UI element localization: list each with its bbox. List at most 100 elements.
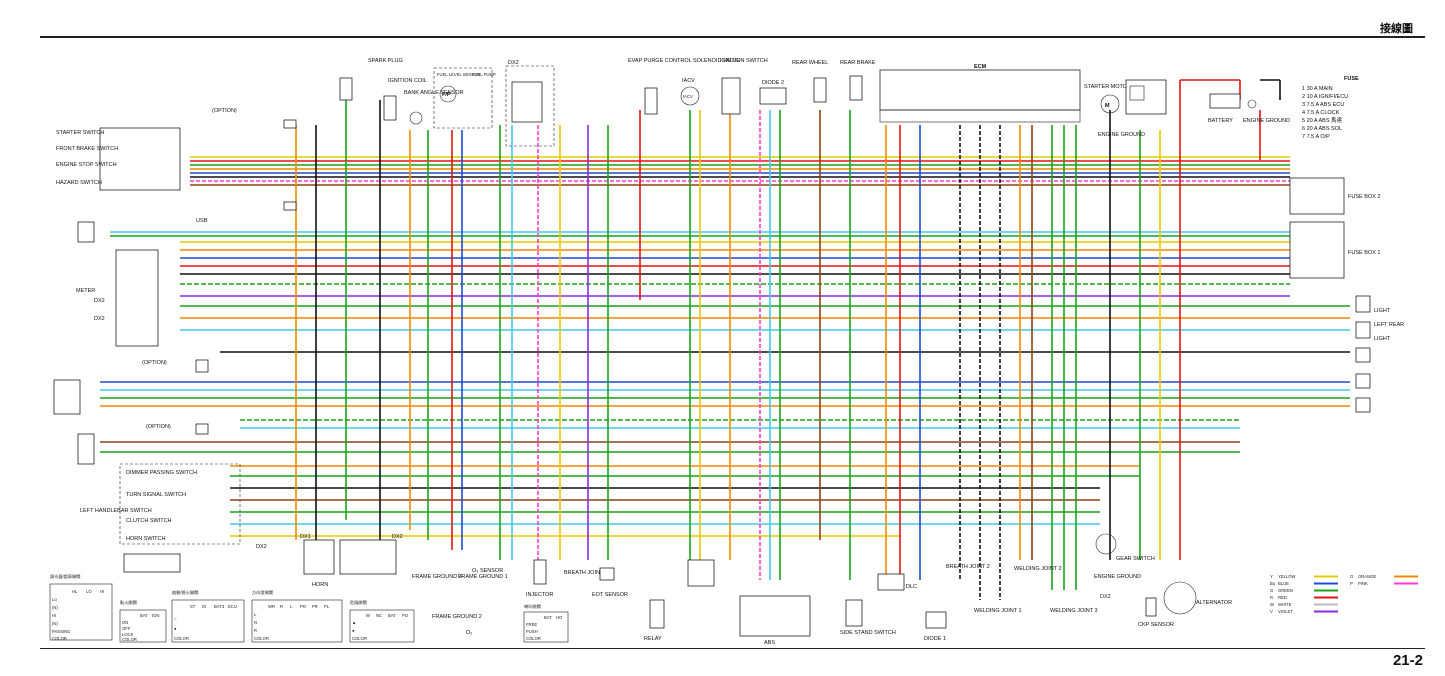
light1-label: LIGHT [1374,308,1391,314]
fuse-row: 3 7.5 A ABS ECU [1302,102,1344,108]
fuse-row: 4 7.5 A CLOCK [1302,110,1340,116]
relay-bottom-group: RELAY [644,559,715,642]
switch-table-row: ○ [174,616,177,621]
legend-name: RED [1278,595,1287,600]
fuse-box2-group: FUSE BOX 2 [1289,177,1380,215]
switch-table-hazard: 危險開關 ▲ ● COLOR W NC BAT PO [349,599,415,643]
side-stand-label: SIDE STAND SWITCH [840,630,896,636]
page-number: 21-2 [1392,652,1423,669]
switch-table-title: 喇叭開關 [524,603,541,610]
gear-switch-group: GEAR SWITCH [1095,533,1155,562]
spark-plug-label: SPARK PLUG [368,58,403,64]
injector-group: INJECTOR [526,559,553,598]
switch-table-col: L [290,604,293,609]
switch-table-row: N [254,620,257,625]
legend-name: YELLOW [1278,574,1296,579]
left-rear-label: LEFT REAR [1374,322,1404,328]
engine-ground2-label: ENGINE GROUND [1243,118,1290,124]
switch-table-col: W [366,613,370,618]
breath-joint3-label: BREATH JOINT 3 [564,570,608,576]
hazard-switch-label: HAZARD SWITCH [56,180,102,186]
diode2-group: DIODE 2 [759,80,787,105]
switch-table-col: WR [268,604,275,609]
starter-motor-group: M STARTER MOTOR ENGINE GROUND [1084,84,1145,138]
fuse-box1-group: FUSE BOX 1 [1289,221,1380,279]
usb-label: USB [196,218,208,224]
starter-motor-symbol: M [1105,103,1110,109]
switch-table-turn: 方向燈開關 L N R COLOR WR R L PO PR PL [251,589,343,643]
tail-light [1355,373,1371,389]
rear-brake-label: REAR BRAKE [840,60,876,66]
rear-brake-group: REAR BRAKE [840,60,876,101]
switch-table-row: COLOR [52,636,67,641]
battery-label: BATTERY [1208,118,1233,124]
switch-table-col: ECU [228,604,237,609]
abs-group: ABS [739,595,811,646]
switch-table-row: COLOR [526,636,541,641]
dx2-meter-1: DX2 [94,298,105,304]
switch-table-col: IG [202,604,206,609]
dx2-meter-2: DX2 [94,316,105,322]
horn-group: HORN DX1 DX2 [300,534,403,588]
fuel-pump-symbol: F/P [442,92,451,98]
ckp-sensor-label: CKP SENSOR [1138,622,1174,628]
dx2-bottom-label: DX2 [1100,594,1111,600]
legend-name: WHITE [1278,602,1292,607]
alternator-group: ALTERNATOR [1163,581,1232,615]
ckp-sensor-group: CKP SENSOR [1138,597,1174,628]
fuel-level-sensor-label: FUEL LEVEL SENSOR [437,72,480,77]
switch-table-col: HO [556,615,563,620]
usb-group: USB [196,201,297,224]
legend-name: BLUE [1278,581,1289,586]
evap-valve-label: EVAP PURGE CONTROL SOLENOID VALVE [628,58,740,64]
switch-table-col: R [280,604,283,609]
footer-rule [40,648,1425,649]
legend-code: P [1350,581,1353,586]
legend-code: Bu [1270,581,1276,586]
switch-table-row: ● [352,628,355,633]
dlc-group: DLC [877,573,917,591]
switch-table-col: LO [86,589,92,594]
switch-table-row: COLOR [352,636,367,641]
fuse-table: FUSE 1 30 A MAIN 2 10 A IGN/FI/ECU 3 7.5… [1302,76,1359,140]
option1-group: (OPTION) [212,108,297,129]
switch-table-col: HI [100,589,104,594]
left-rear-light: LEFT REAR LIGHT [1355,321,1404,342]
starter-motor-label: STARTER MOTOR [1084,84,1131,90]
eot-sensor-group: EOT SENSOR [592,567,628,598]
switch-table-title: 危險開關 [350,599,367,606]
switch-table-title: 方向燈開關 [252,589,273,596]
fuse-row: 6 20 A ABS SOL [1302,126,1342,132]
switch-table-row: ▲ [352,620,356,625]
side-stand-group: SIDE STAND SWITCH [840,599,896,636]
option2-group: (OPTION) [142,359,209,373]
fuse-box2-label: FUSE BOX 2 [1348,194,1380,200]
switch-table-row: OFF [122,626,131,631]
starter-switch-label: STARTER SWITCH [56,130,104,136]
ignition-switch-label: IGNITION SWITCH [720,58,768,64]
switch-table-col: ST [190,604,196,609]
dx2-horn-label: DX2 [392,534,403,540]
switch-table-title: 啟動/熄火開關 [172,589,198,596]
dimmer-switch-label: DIMMER PASSING SWITCH [126,470,197,476]
switch-table-col: BAT [544,615,552,620]
alternator-label: ALTERNATOR [1196,600,1232,606]
right-handlebar-switch: STARTER SWITCH FRONT BRAKE SWITCH ENGINE… [56,127,181,191]
switch-table-horn: 喇叭開關 FREE PUSH COLOR BAT HO [523,603,569,643]
battery-group: BATTERY ENGINE GROUND [1208,93,1290,124]
o2-label: O₂ [466,630,472,636]
switch-table-row: Lo [52,597,57,602]
switch-table-row: L [254,612,257,617]
switch-table-row: R [254,628,257,633]
switch-table-col: PR [312,604,318,609]
evap-valve-group: EVAP PURGE CONTROL SOLENOID VALVE [628,58,740,115]
fuse-row: 5 20 A ABS 馬達 [1302,116,1343,124]
ecm-group: ECM [879,64,1081,123]
rear-wheel-label: REAR WHEEL [792,60,828,66]
left-turn-light [77,433,95,465]
switch-table-row: LOCK [122,632,134,637]
legend-code: O [1350,574,1354,579]
legend-code: W [1270,602,1274,607]
